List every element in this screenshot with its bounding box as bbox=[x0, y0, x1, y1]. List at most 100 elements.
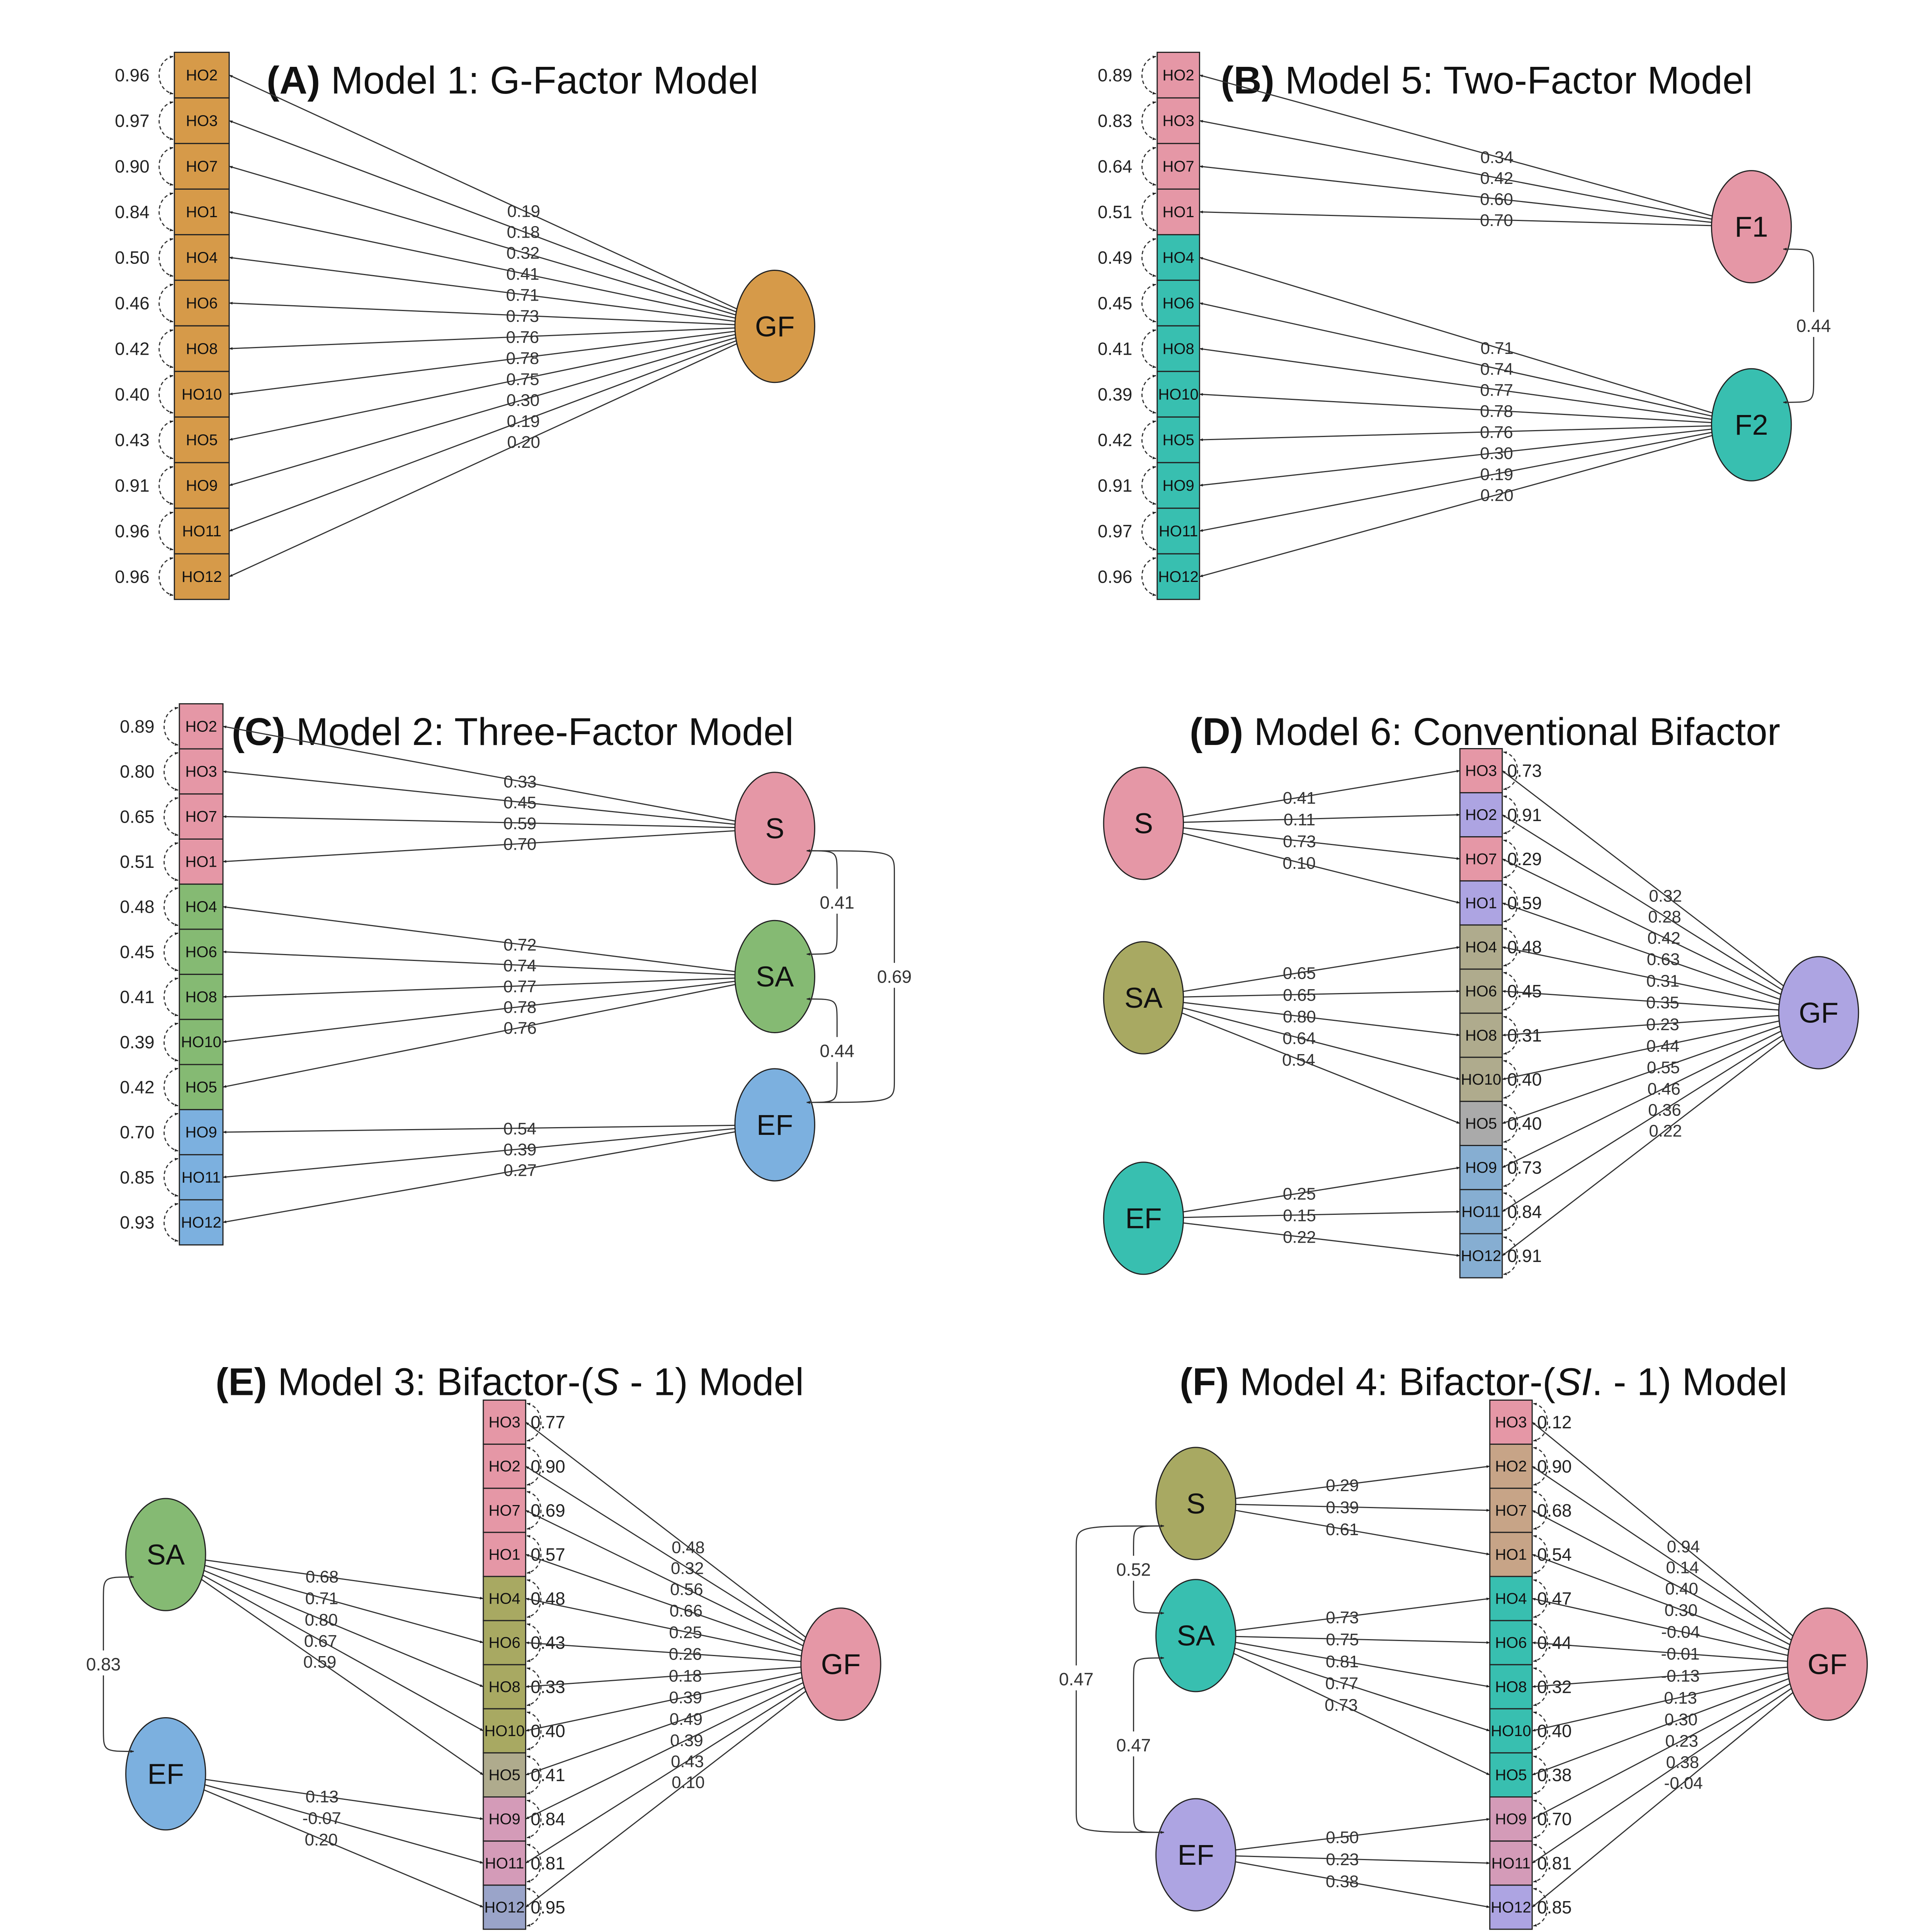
loading-path bbox=[525, 1666, 801, 1688]
indicator-label: HO3 bbox=[1162, 112, 1194, 129]
residual-loop bbox=[1533, 1799, 1548, 1838]
loading-value: 0.11 bbox=[1284, 810, 1315, 829]
indicator-label: HO12 bbox=[1491, 1899, 1531, 1916]
factor-s bbox=[1155, 1447, 1236, 1560]
loading-value: -0.13 bbox=[1661, 1667, 1699, 1685]
residual-value: 0.40 bbox=[1507, 1114, 1542, 1134]
residual-loop bbox=[158, 284, 173, 323]
loading-path bbox=[525, 1422, 806, 1638]
indicator-label: HO4 bbox=[488, 1590, 520, 1607]
factor-ef bbox=[1103, 1162, 1184, 1275]
indicator-box-ho7 bbox=[1459, 836, 1503, 882]
factor-gf bbox=[800, 1607, 881, 1721]
loading-path bbox=[1183, 990, 1460, 998]
indicator-label: HO8 bbox=[1495, 1679, 1527, 1696]
loading-value: 0.45 bbox=[503, 793, 537, 812]
residual-value: 0.54 bbox=[1537, 1544, 1572, 1565]
panel-letter: (C) bbox=[232, 710, 286, 753]
indicator-box-ho9 bbox=[179, 1109, 224, 1155]
loading-value: 0.36 bbox=[1648, 1101, 1681, 1120]
correlation-label-bg bbox=[1054, 1665, 1099, 1690]
correlation-value: 0.83 bbox=[86, 1654, 121, 1674]
panel-c: (C) Model 2: Three-Factor ModelHO20.89HO… bbox=[120, 703, 917, 1246]
correlation-label-bg bbox=[815, 889, 860, 914]
indicator-label: HO2 bbox=[1465, 806, 1497, 823]
loading-path bbox=[1502, 770, 1784, 986]
loading-value: 0.30 bbox=[507, 391, 540, 410]
indicator-label: HO3 bbox=[185, 763, 217, 780]
loading-path bbox=[525, 1677, 803, 1776]
indicator-box-ho2 bbox=[173, 51, 230, 99]
factor-s bbox=[1103, 767, 1184, 880]
loading-path bbox=[1183, 946, 1460, 992]
residual-loop bbox=[1533, 1579, 1548, 1618]
indicator-label: HO12 bbox=[1461, 1247, 1502, 1264]
loading-value: 0.77 bbox=[1325, 1674, 1359, 1693]
loading-value: 0.68 bbox=[306, 1567, 339, 1586]
factor-label: SA bbox=[1124, 982, 1163, 1014]
indicator-label: HO11 bbox=[182, 523, 221, 540]
residual-loop bbox=[163, 1022, 179, 1061]
loading-path bbox=[1235, 1861, 1490, 1908]
panel-title-text: Model 5: Two-Factor Model bbox=[1274, 59, 1753, 102]
indicator-label: HO9 bbox=[186, 477, 218, 494]
indicator-label: HO9 bbox=[1162, 477, 1194, 494]
correlation-label-bg bbox=[815, 1037, 860, 1062]
residual-value: 0.77 bbox=[531, 1412, 565, 1432]
panel-title: (C) Model 2: Three-Factor Model bbox=[232, 710, 794, 753]
loading-path bbox=[1234, 1647, 1490, 1731]
residual-loop bbox=[1141, 284, 1156, 323]
loading-path bbox=[1502, 902, 1780, 1000]
loading-path bbox=[223, 950, 735, 976]
loading-path bbox=[229, 302, 735, 325]
indicator-label: HO7 bbox=[1495, 1502, 1527, 1519]
loading-value: 0.78 bbox=[506, 349, 539, 368]
loading-value: 0.32 bbox=[1649, 887, 1682, 906]
loading-path bbox=[229, 120, 737, 313]
residual-loop bbox=[1141, 557, 1156, 596]
correlation-value: 0.47 bbox=[1059, 1669, 1094, 1689]
indicator-box-ho4 bbox=[179, 883, 224, 930]
loading-value: 0.27 bbox=[503, 1161, 537, 1180]
residual-loop bbox=[158, 101, 173, 140]
indicator-label: HO6 bbox=[185, 944, 217, 961]
loading-value: 0.66 bbox=[670, 1602, 703, 1621]
residual-value: 0.38 bbox=[1537, 1765, 1572, 1785]
indicator-label: HO12 bbox=[181, 1214, 221, 1231]
residual-value: 0.95 bbox=[531, 1897, 565, 1917]
residual-value: 0.49 bbox=[1098, 248, 1133, 268]
indicator-box-ho8 bbox=[1459, 1012, 1503, 1058]
panel-letter: (F) bbox=[1180, 1361, 1229, 1404]
correlation-label-bg bbox=[1111, 1731, 1156, 1757]
indicator-box-ho10 bbox=[179, 1019, 224, 1065]
loading-value: 0.54 bbox=[1282, 1051, 1315, 1070]
loading-path bbox=[1532, 1683, 1791, 1820]
loading-path bbox=[1199, 429, 1712, 486]
loading-path bbox=[525, 1682, 804, 1820]
loading-value: 0.46 bbox=[1647, 1080, 1680, 1099]
residual-value: 0.70 bbox=[1537, 1809, 1572, 1829]
indicator-box-ho12 bbox=[483, 1884, 526, 1930]
indicator-box-ho12 bbox=[173, 553, 230, 600]
indicator-box-ho2 bbox=[1156, 51, 1200, 99]
residual-loop bbox=[527, 1711, 542, 1750]
factor-f2 bbox=[1711, 368, 1792, 481]
factor-label: GF bbox=[1808, 1648, 1847, 1680]
residual-value: 0.96 bbox=[115, 566, 150, 587]
loading-path bbox=[1532, 1688, 1792, 1864]
indicator-label: HO8 bbox=[185, 989, 217, 1006]
loading-path bbox=[1235, 1818, 1490, 1851]
residual-value: 0.90 bbox=[115, 156, 150, 177]
residual-value: 0.12 bbox=[1537, 1412, 1572, 1432]
residual-value: 0.59 bbox=[1507, 893, 1542, 913]
loading-value: -0.04 bbox=[1661, 1623, 1700, 1642]
indicator-label: HO9 bbox=[1495, 1811, 1527, 1828]
loading-value: 0.28 bbox=[1648, 908, 1681, 927]
residual-loop bbox=[527, 1579, 542, 1618]
loading-path bbox=[1235, 1510, 1490, 1555]
indicator-box-ho9 bbox=[173, 462, 230, 509]
loading-value: 0.63 bbox=[1647, 950, 1680, 969]
factor-ef bbox=[734, 1068, 815, 1182]
loading-value: 0.19 bbox=[507, 202, 540, 221]
indicator-label: HO3 bbox=[1495, 1414, 1527, 1431]
